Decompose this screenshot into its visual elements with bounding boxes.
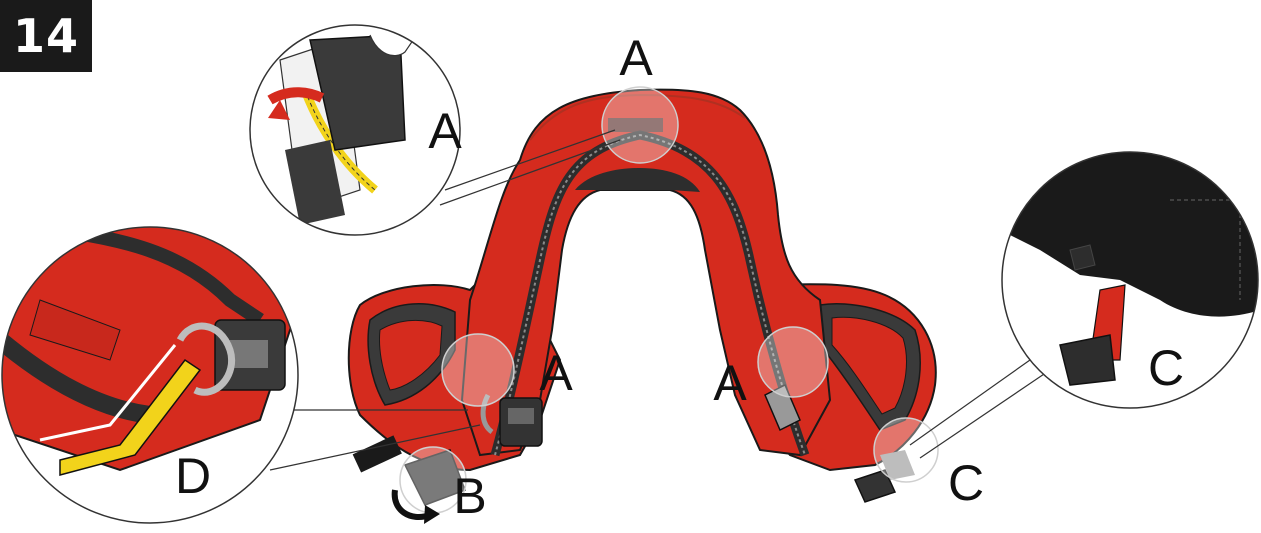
highlight-c [874, 418, 938, 482]
callout-label-a-inset: A [428, 103, 462, 159]
inset-buckle-detail [0, 220, 300, 523]
callout-label-a-top: A [619, 30, 653, 86]
callout-label-d: D [175, 448, 211, 504]
highlight-right [758, 327, 828, 397]
highlight-left [442, 334, 514, 406]
callout-label-a-right: A [713, 355, 747, 411]
callout-label-b: B [453, 468, 486, 524]
inset-strap-detail [1000, 150, 1260, 408]
callout-label-c-inset: C [1148, 340, 1184, 396]
callout-label-a-left: A [539, 345, 573, 401]
callout-label-c: C [948, 455, 984, 511]
